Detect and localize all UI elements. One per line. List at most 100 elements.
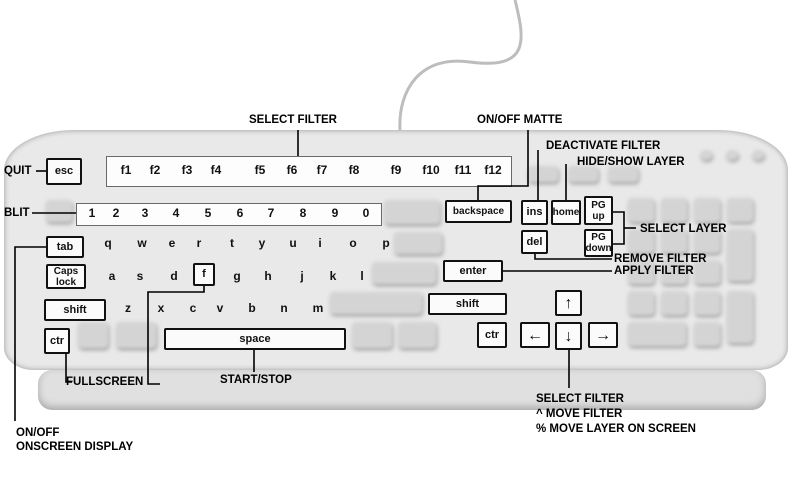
backspace-key[interactable]: backspace <box>445 200 512 223</box>
left-shift-key[interactable]: shift <box>44 299 106 321</box>
caps-lock-key[interactable]: Caps lock <box>46 264 86 289</box>
background-key <box>330 292 422 314</box>
key-m[interactable]: m <box>312 301 324 315</box>
fkey-f10[interactable]: f10 <box>422 163 440 177</box>
background-key <box>394 232 442 254</box>
key-t[interactable]: t <box>230 236 234 250</box>
tab-key[interactable]: tab <box>46 236 84 258</box>
home-key[interactable]: home <box>551 200 581 225</box>
background-key <box>372 262 436 284</box>
background-key <box>568 166 598 182</box>
apply-filter-label: APPLY FILTER <box>614 265 694 277</box>
key-x[interactable]: x <box>157 301 165 315</box>
key-z[interactable]: z <box>125 301 131 315</box>
number-key-4[interactable]: 4 <box>172 206 180 220</box>
background-key <box>384 200 440 224</box>
key-u[interactable]: u <box>289 236 297 250</box>
background-key <box>694 322 720 346</box>
key-g[interactable]: g <box>233 269 241 283</box>
blit-label: BLIT <box>4 207 30 219</box>
background-key <box>78 322 108 348</box>
fullscreen-label: FULLSCREEN <box>66 376 144 388</box>
fkey-f6[interactable]: f6 <box>286 163 298 177</box>
enter-key[interactable]: enter <box>443 260 503 282</box>
key-k[interactable]: k <box>329 269 337 283</box>
f-key[interactable]: f <box>193 263 215 286</box>
key-p[interactable]: p <box>382 236 390 250</box>
hide-show-layer-label: HIDE/SHOW LAYER <box>577 156 685 168</box>
right-ctr-key[interactable]: ctr <box>477 322 507 348</box>
number-key-3[interactable]: 3 <box>141 206 149 220</box>
background-key <box>46 200 72 222</box>
key-j[interactable]: j <box>300 269 304 283</box>
background-key <box>694 229 720 253</box>
down-arrow-key[interactable]: ↓ <box>555 322 582 350</box>
move-layer-label: % MOVE LAYER ON SCREEN <box>536 423 696 435</box>
key-v[interactable]: v <box>216 301 224 315</box>
key-b[interactable]: b <box>248 301 256 315</box>
remove-filter-label: REMOVE FILTER <box>614 253 707 265</box>
fkey-f11[interactable]: f11 <box>454 163 472 177</box>
key-e[interactable]: e <box>168 236 176 250</box>
fkey-f3[interactable]: f3 <box>181 163 193 177</box>
left-arrow-key[interactable]: ← <box>520 322 550 348</box>
key-d[interactable]: d <box>170 269 178 283</box>
background-key <box>661 260 687 284</box>
fkey-f5[interactable]: f5 <box>254 163 266 177</box>
fkey-f4[interactable]: f4 <box>210 163 222 177</box>
key-a[interactable]: a <box>108 269 116 283</box>
key-h[interactable]: h <box>264 269 272 283</box>
fkey-f2[interactable]: f2 <box>149 163 161 177</box>
fkey-f7[interactable]: f7 <box>316 163 328 177</box>
right-shift-key[interactable]: shift <box>428 293 507 315</box>
fkey-f12[interactable]: f12 <box>484 163 502 177</box>
background-key <box>661 291 687 315</box>
background-key <box>727 198 753 222</box>
key-l[interactable]: l <box>360 269 364 283</box>
background-key <box>727 291 753 343</box>
indicator-light <box>752 150 764 160</box>
fkey-strip <box>106 156 512 187</box>
number-key-1[interactable]: 1 <box>88 206 96 220</box>
background-key <box>116 322 156 348</box>
background-key <box>352 322 392 348</box>
key-r[interactable]: r <box>196 236 202 250</box>
key-s[interactable]: s <box>136 269 144 283</box>
left-ctr-key[interactable]: ctr <box>44 328 70 354</box>
number-strip <box>76 203 382 226</box>
del-key[interactable]: del <box>521 230 548 254</box>
number-key-5[interactable]: 5 <box>204 206 212 220</box>
number-key-2[interactable]: 2 <box>112 206 120 220</box>
background-key <box>398 322 436 348</box>
number-key-8[interactable]: 8 <box>299 206 307 220</box>
fkey-f9[interactable]: f9 <box>390 163 402 177</box>
page-up-key[interactable]: PG up <box>584 196 613 225</box>
wrist-rest <box>38 370 766 410</box>
number-key-9[interactable]: 9 <box>331 206 339 220</box>
number-key-7[interactable]: 7 <box>267 206 275 220</box>
fkey-f8[interactable]: f8 <box>348 163 360 177</box>
background-key <box>528 166 558 182</box>
up-arrow-key[interactable]: ↑ <box>555 290 582 316</box>
arrows-select-filter-label: SELECT FILTER <box>536 393 624 405</box>
number-key-6[interactable]: 6 <box>236 206 244 220</box>
background-key <box>694 291 720 315</box>
key-o[interactable]: o <box>349 236 357 250</box>
key-w[interactable]: w <box>137 236 147 250</box>
on-off-label: ON/OFF <box>16 427 60 439</box>
key-n[interactable]: n <box>280 301 288 315</box>
key-i[interactable]: i <box>318 236 322 250</box>
ins-key[interactable]: ins <box>521 200 548 225</box>
background-key <box>628 260 654 284</box>
page-down-key[interactable]: PG down <box>584 229 613 257</box>
fkey-f1[interactable]: f1 <box>120 163 132 177</box>
esc-key[interactable]: esc <box>46 158 82 185</box>
number-key-0[interactable]: 0 <box>362 206 370 220</box>
space-key[interactable]: space <box>164 328 346 350</box>
right-arrow-key[interactable]: → <box>588 322 618 348</box>
key-c[interactable]: c <box>189 301 197 315</box>
key-y[interactable]: y <box>258 236 266 250</box>
key-q[interactable]: q <box>104 236 112 250</box>
